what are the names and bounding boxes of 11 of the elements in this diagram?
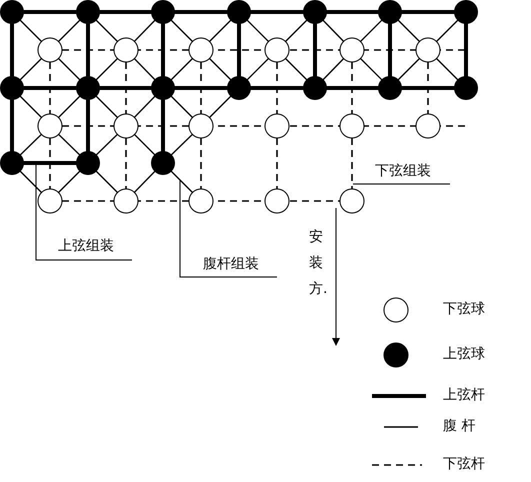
direction-label: 安装方. xyxy=(309,228,325,299)
legend-label: 下弦杆 xyxy=(443,456,485,472)
legend-label: 腹 杆 xyxy=(443,418,476,434)
leader-line xyxy=(36,164,132,260)
legend-label: 上弦杆 xyxy=(443,387,485,403)
leader-line xyxy=(180,180,278,278)
legend-label: 上弦球 xyxy=(443,346,485,362)
assembly-label: 下弦组装 xyxy=(375,163,431,179)
assembly-label: 上弦组装 xyxy=(58,238,114,254)
assembly-label: 腹杆组装 xyxy=(203,256,259,272)
legend-label: 下弦球 xyxy=(443,301,485,317)
